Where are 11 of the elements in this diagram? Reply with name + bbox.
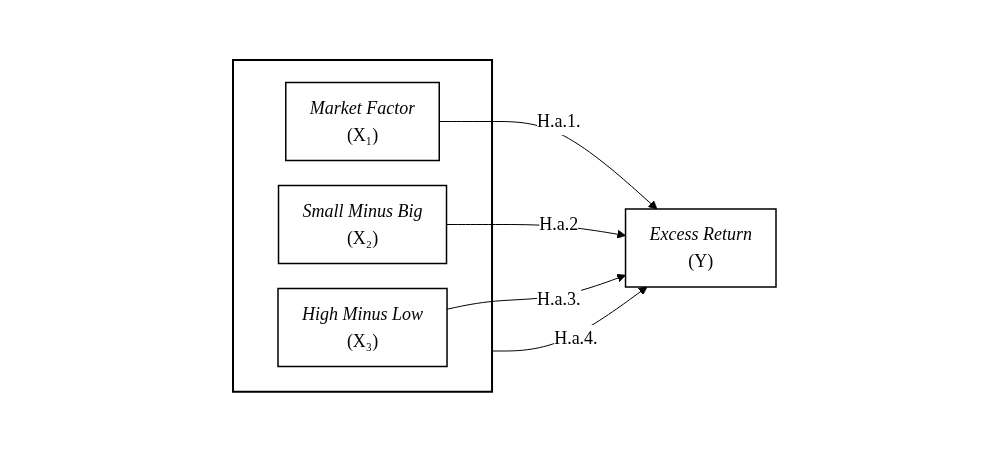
- cluster: [231, 59, 493, 393]
- node-box: Excess Return (Y): [624, 208, 777, 288]
- node-box: High Minus Low (X₃): [276, 287, 448, 368]
- arrow: [438, 121, 657, 210]
- arrow: [491, 286, 647, 352]
- edge-label: H.a.3.: [536, 289, 581, 310]
- node-box: Small Minus Big (X₂): [277, 184, 447, 265]
- edge-label: H.a.4.: [553, 328, 598, 349]
- edge-label: H.a.2: [538, 214, 578, 235]
- node-box: Market Factor (X₁): [284, 81, 440, 162]
- edge-label: H.a.1.: [536, 111, 581, 132]
